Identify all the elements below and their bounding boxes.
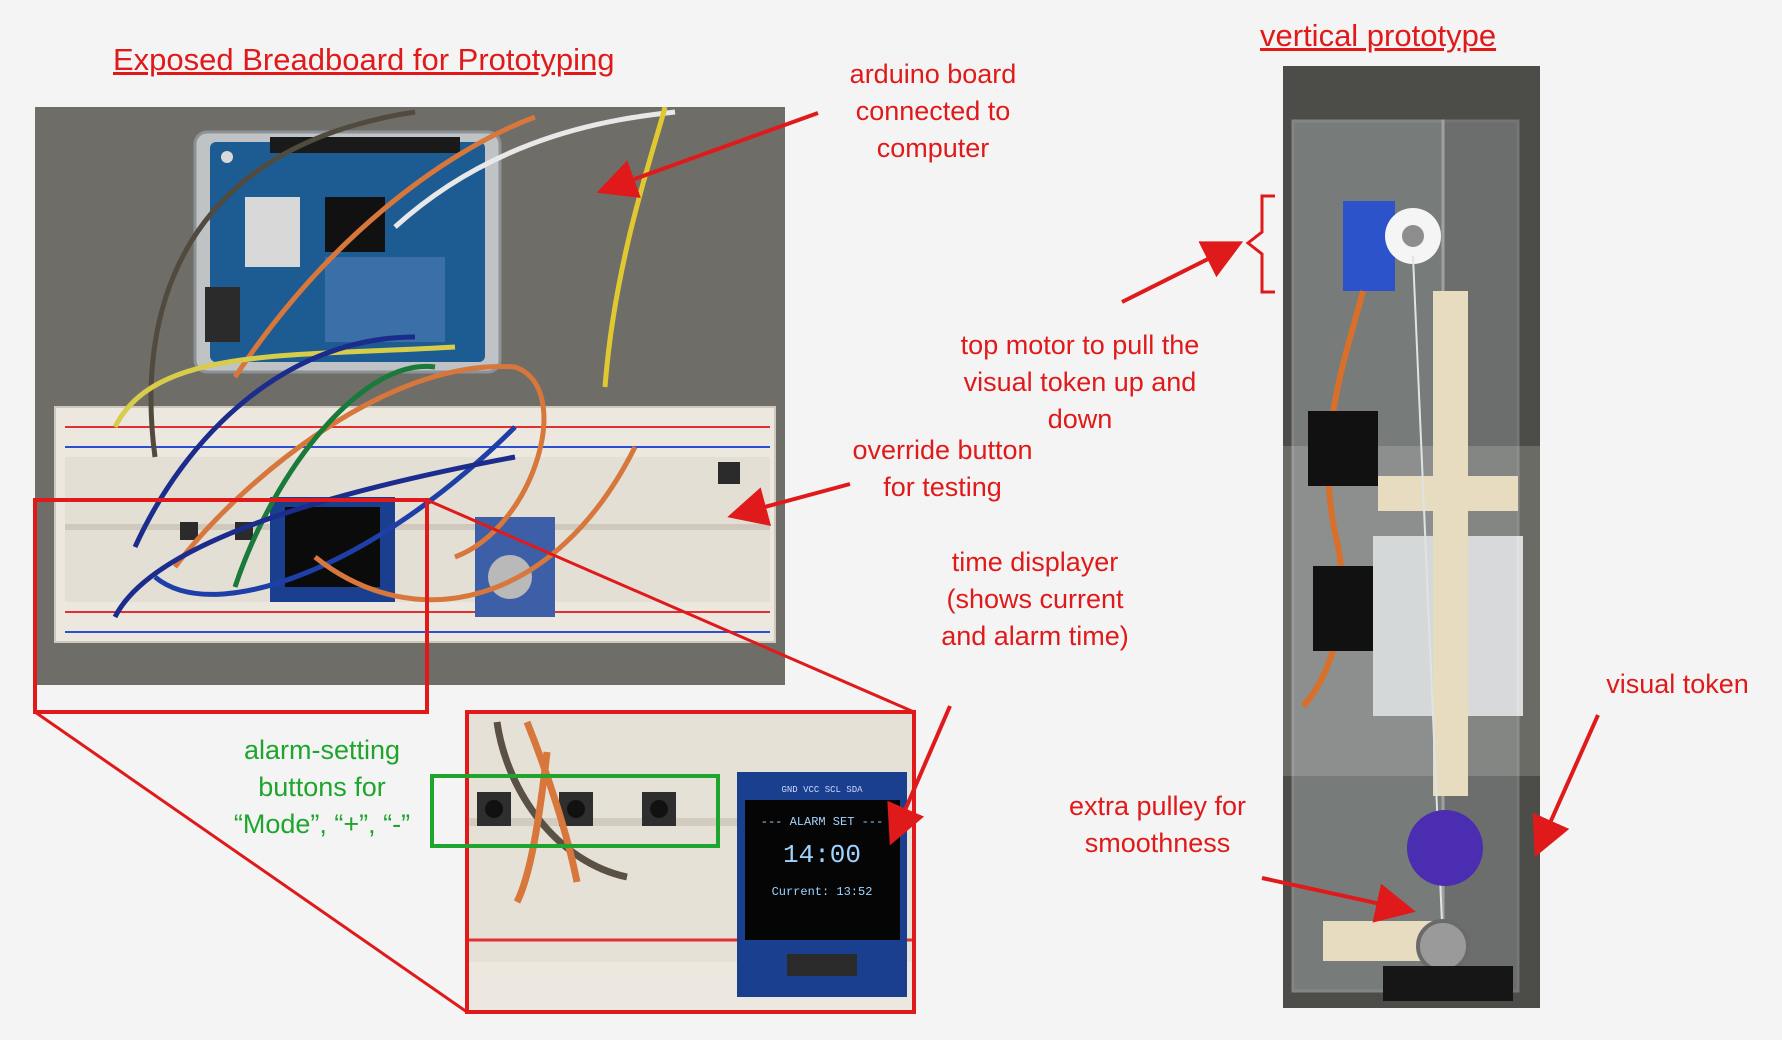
time-display-arrow xyxy=(887,705,952,846)
servo-motor xyxy=(1343,201,1441,291)
top-motor-arrow xyxy=(1121,241,1244,304)
jumper-wires xyxy=(112,107,676,619)
top-motor-label: top motor to pull the visual token up an… xyxy=(960,330,1200,434)
zoom-inset-box xyxy=(465,710,916,1014)
vertical-prototype-photo xyxy=(1283,66,1540,1008)
zoom-connector-left xyxy=(34,710,468,1014)
alarm-buttons xyxy=(477,792,676,826)
black-tape-1 xyxy=(1308,411,1378,486)
oled-pin-labels: GND VCC SCL SDA xyxy=(781,785,863,795)
alarm-buttons-box xyxy=(430,774,720,848)
arduino-label: arduino board connected to computer xyxy=(849,59,1017,163)
inset-wires xyxy=(493,720,628,904)
pulley-arrow xyxy=(1261,876,1416,923)
override-arrow xyxy=(727,482,851,526)
zoom-connector-right xyxy=(426,498,915,714)
time-displayer-label: time displayer (shows current and alarm … xyxy=(941,547,1129,651)
oled-current-time: Current: 13:52 xyxy=(772,885,873,899)
servo-wire xyxy=(1300,290,1366,709)
left-title: Exposed Breadboard for Prototyping xyxy=(113,42,615,77)
oled-alarm-time: 14:00 xyxy=(783,840,861,870)
oled-module xyxy=(737,772,907,997)
top-motor-bracket xyxy=(1245,194,1275,294)
visual-token-label: visual token xyxy=(1606,669,1749,699)
black-tape-2 xyxy=(1313,566,1373,651)
breadboard-photo xyxy=(35,107,785,685)
zoom-source-box xyxy=(33,498,429,714)
arduino-arrow xyxy=(596,111,819,198)
base-tape xyxy=(1383,966,1513,1001)
zoomed-breadboard-photo: GND VCC SCL SDA --- ALARM SET --- 14:00 … xyxy=(467,712,914,1012)
oled-header: --- ALARM SET --- xyxy=(761,815,883,829)
alarm-buttons-label: alarm-setting buttons for “Mode”, “+”, “… xyxy=(233,735,411,839)
extra-pulley-label: extra pulley for smoothness xyxy=(1068,791,1247,858)
arduino-board xyxy=(193,130,502,374)
visual-token-arrow xyxy=(1532,714,1600,858)
override-button-label: override button for testing xyxy=(852,435,1033,502)
right-title: vertical prototype xyxy=(1260,18,1497,53)
masking-tape xyxy=(1323,291,1518,961)
visual-token-disc xyxy=(1407,810,1483,886)
